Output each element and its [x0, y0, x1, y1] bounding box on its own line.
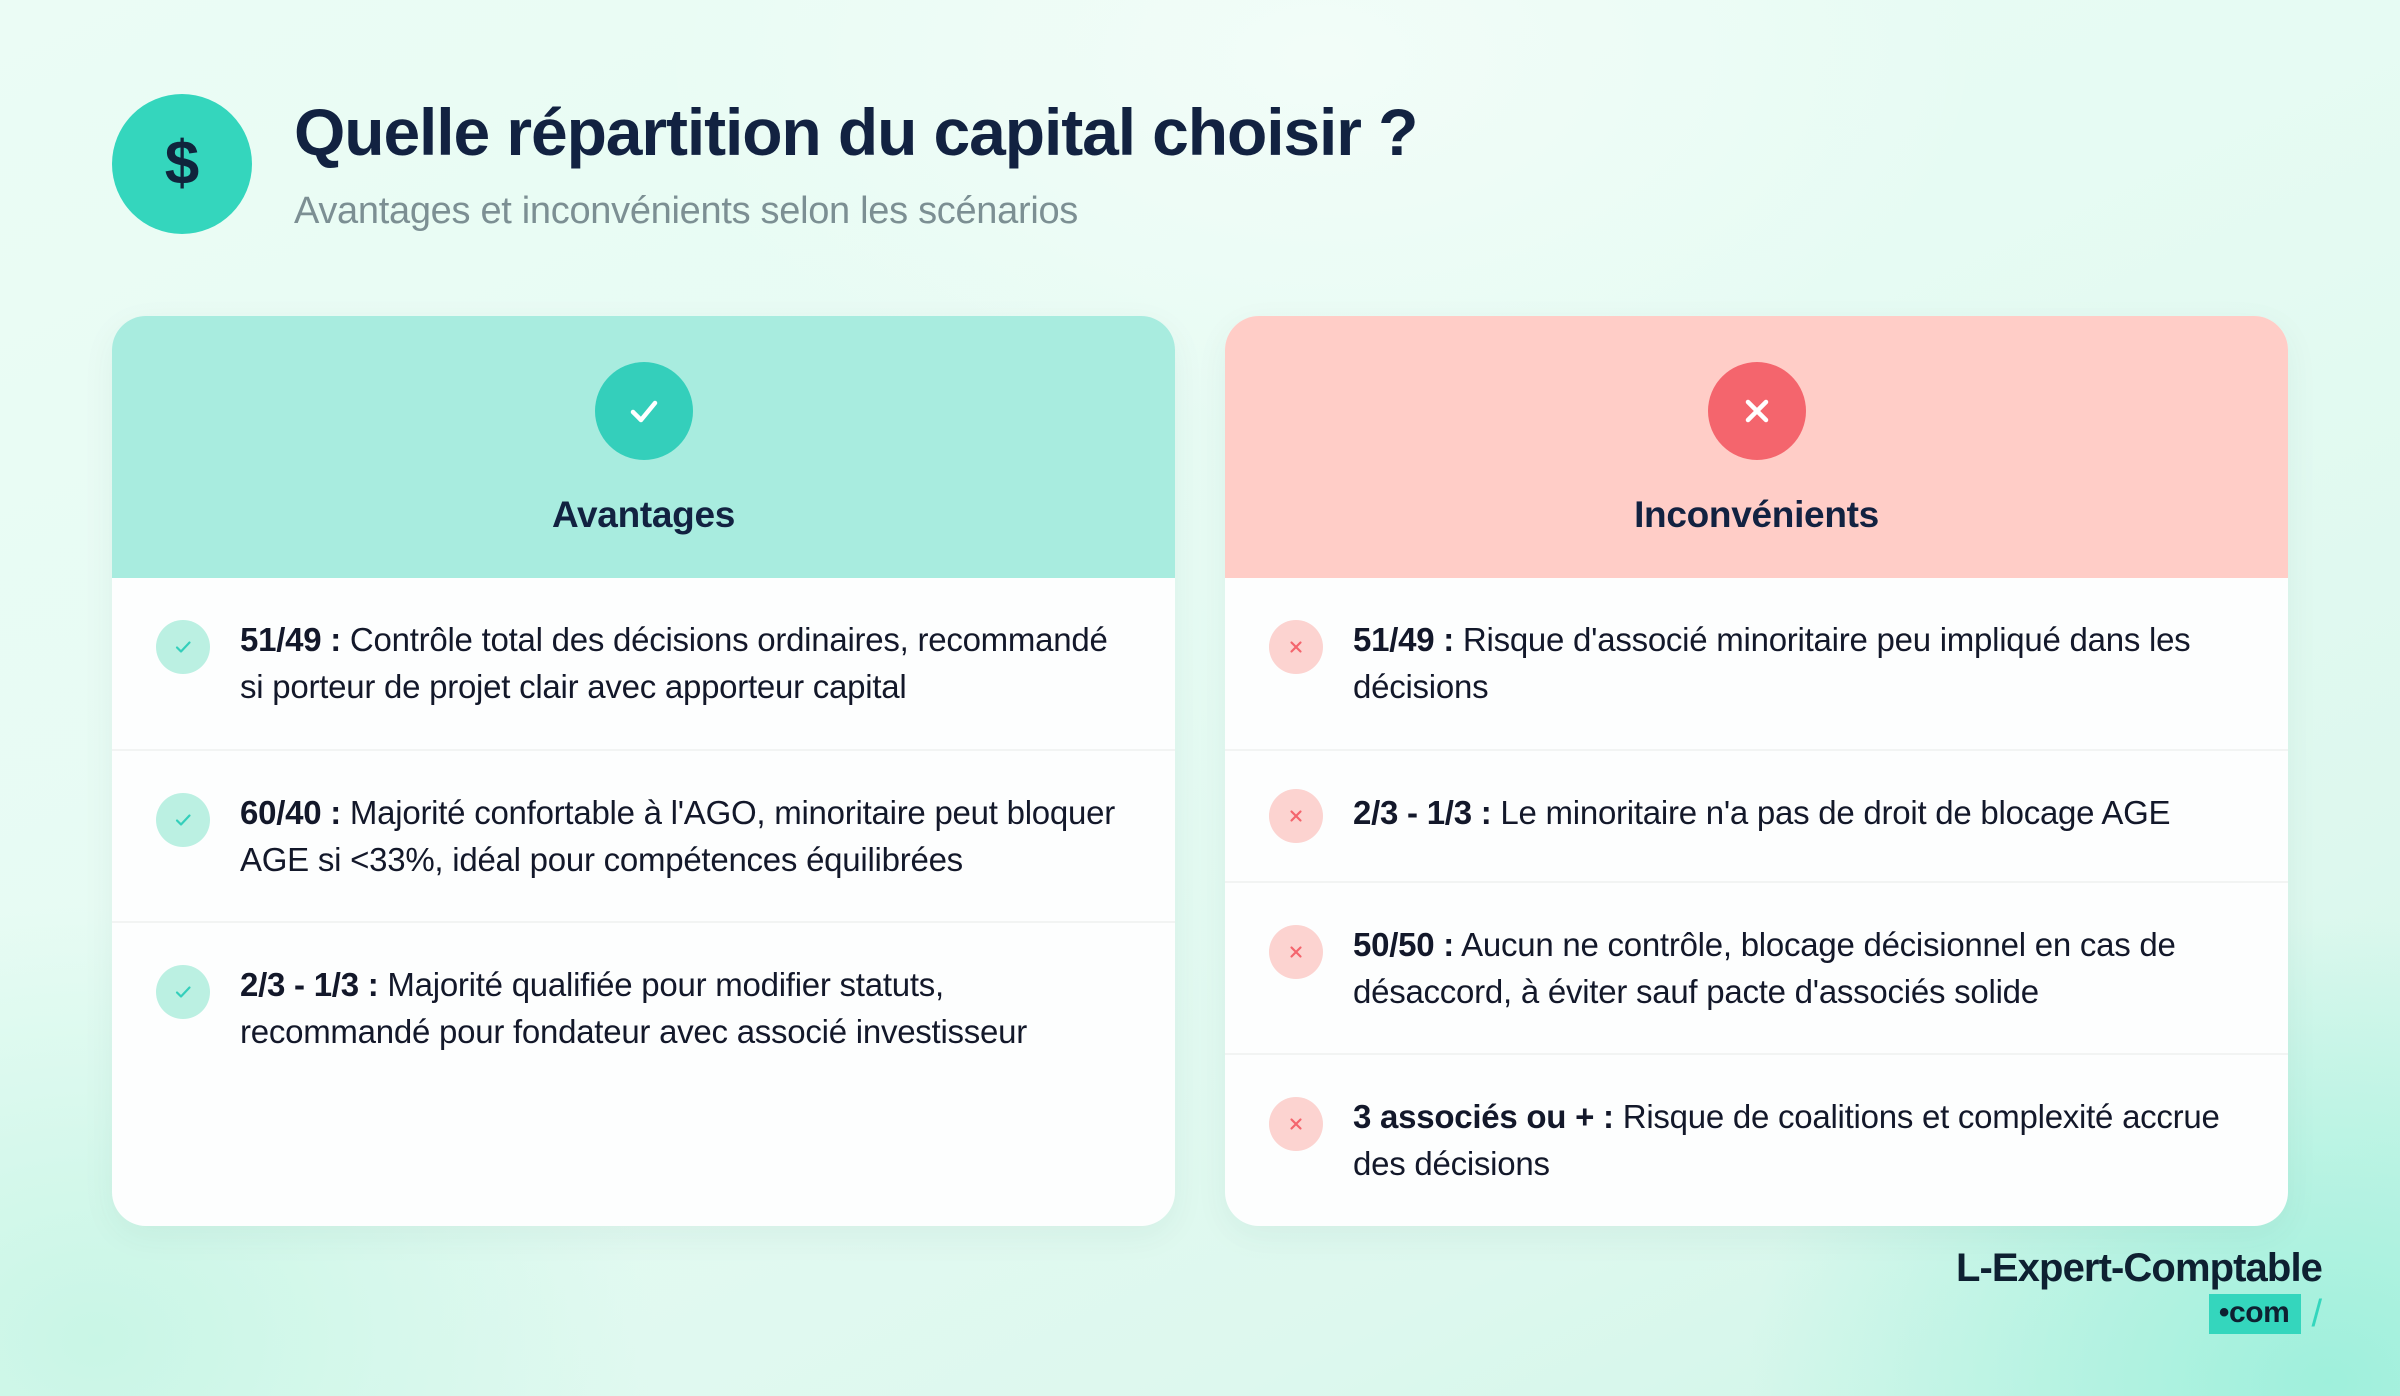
page-title: Quelle répartition du capital choisir ?: [294, 95, 1418, 169]
advantages-card: Avantages 51/49 : Contrôle total des déc…: [112, 316, 1175, 1227]
list-item: 2/3 - 1/3 : Le minoritaire n'a pas de dr…: [1225, 751, 2288, 883]
list-item-lead: 51/49 :: [240, 621, 341, 658]
check-icon: [156, 965, 210, 1020]
list-item: 50/50 : Aucun ne contrôle, blocage décis…: [1225, 883, 2288, 1056]
advantages-title: Avantages: [551, 494, 736, 535]
list-item: 51/49 : Risque d'associé minoritaire peu…: [1225, 578, 2288, 751]
brand-logo: L-Expert-Comptable •com /: [1955, 1246, 2323, 1334]
page-subtitle: Avantages et inconvénients selon les scé…: [294, 190, 1078, 233]
list-item-text: 2/3 - 1/3 : Majorité qualifiée pour modi…: [240, 961, 1121, 1056]
close-icon: [1269, 1097, 1323, 1152]
logo-slash-icon: /: [2311, 1293, 2322, 1335]
advantages-card-header: Avantages: [112, 316, 1175, 578]
disadvantages-list: 51/49 : Risque d'associé minoritaire peu…: [1225, 578, 2288, 1226]
header-text-block: Quelle répartition du capital choisir ? …: [294, 88, 1418, 235]
close-icon: [1269, 620, 1323, 674]
logo-domain: •com: [2208, 1294, 2302, 1334]
list-item-body: Risque d'associé minoritaire peu impliqu…: [1353, 621, 2191, 705]
close-icon: [1269, 788, 1323, 843]
list-item: 3 associés ou + : Risque de coalitions e…: [1225, 1055, 2288, 1226]
list-item-body: Majorité confortable à l'AGO, minoritair…: [240, 793, 1115, 878]
dollar-icon: $: [112, 94, 252, 234]
list-item-body: Risque de coalitions et complexité accru…: [1353, 1098, 2220, 1183]
logo-domain-row: •com /: [1956, 1294, 2322, 1334]
disadvantages-card-header: Inconvénients: [1225, 316, 2288, 578]
list-item-text: 51/49 : Contrôle total des décisions ord…: [240, 616, 1121, 711]
list-item: 2/3 - 1/3 : Majorité qualifiée pour modi…: [112, 923, 1175, 1094]
list-item-body: Majorité qualifiée pour modifier statuts…: [240, 966, 1028, 1051]
comparison-cards: Avantages 51/49 : Contrôle total des déc…: [112, 316, 2288, 1227]
list-item-lead: 2/3 - 1/3 :: [1353, 793, 1492, 831]
list-item-lead: 60/40 :: [240, 793, 341, 831]
disadvantages-card: Inconvénients 51/49 : Risque d'associé m…: [1225, 316, 2288, 1227]
list-item-lead: 50/50 :: [1353, 925, 1454, 963]
close-icon: [1269, 924, 1323, 979]
dollar-glyph: $: [164, 129, 200, 198]
list-item-body: Contrôle total des décisions ordinaires,…: [240, 621, 1108, 705]
check-icon: [156, 620, 210, 674]
list-item-text: 51/49 : Risque d'associé minoritaire peu…: [1353, 616, 2234, 711]
list-item-text: 2/3 - 1/3 : Le minoritaire n'a pas de dr…: [1353, 789, 2171, 837]
check-circle-icon: [594, 362, 693, 460]
list-item-lead: 2/3 - 1/3 :: [240, 966, 379, 1004]
disadvantages-title: Inconvénients: [1634, 494, 1879, 535]
advantages-list: 51/49 : Contrôle total des décisions ord…: [112, 578, 1175, 1094]
list-item-lead: 3 associés ou + :: [1353, 1098, 1614, 1136]
list-item-lead: 51/49 :: [1353, 621, 1454, 658]
list-item-text: 50/50 : Aucun ne contrôle, blocage décis…: [1353, 921, 2234, 1016]
logo-wordmark: L-Expert-Comptable: [1955, 1246, 2323, 1290]
list-item-text: 60/40 : Majorité confortable à l'AGO, mi…: [240, 789, 1121, 884]
list-item-text: 3 associés ou + : Risque de coalitions e…: [1353, 1093, 2234, 1188]
close-circle-icon: [1707, 362, 1806, 460]
page-header: $ Quelle répartition du capital choisir …: [112, 88, 1418, 235]
list-item: 60/40 : Majorité confortable à l'AGO, mi…: [112, 751, 1175, 924]
list-item-body: Le minoritaire n'a pas de droit de bloca…: [1491, 793, 2171, 831]
list-item: 51/49 : Contrôle total des décisions ord…: [112, 578, 1175, 751]
check-icon: [156, 792, 210, 847]
list-item-body: Aucun ne contrôle, blocage décisionnel e…: [1353, 925, 2176, 1010]
